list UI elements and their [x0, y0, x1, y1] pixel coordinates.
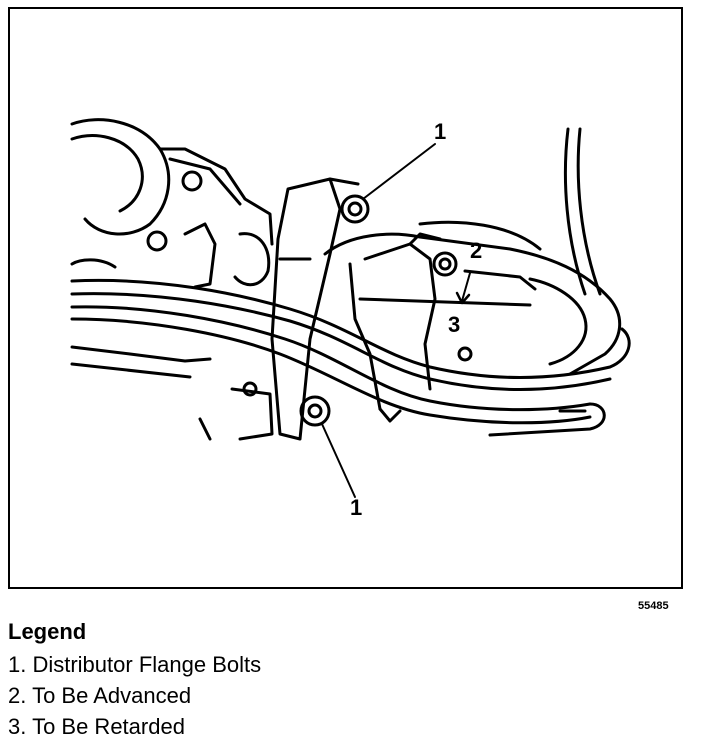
leader-lines — [321, 143, 471, 498]
callout-bolt-top: 1 — [434, 119, 447, 144]
legend-item: 2. To Be Advanced — [8, 683, 192, 708]
flange-bolt-top — [340, 194, 370, 224]
distributor-flange — [230, 177, 370, 441]
figure-id: 55485 — [638, 600, 669, 612]
engine-block — [70, 118, 274, 441]
callout-advance: 2 — [470, 238, 483, 263]
callout-bolt-bottom: 1 — [350, 495, 363, 520]
flange-bolt-bottom — [299, 395, 331, 427]
fuel-lines — [70, 127, 631, 437]
legend-title: Legend — [8, 619, 87, 644]
distributor-illustration — [70, 118, 631, 498]
distributor-body — [323, 220, 622, 423]
distributor-diagram: 1 1 2 3 — [8, 7, 683, 589]
callout-retard: 3 — [448, 312, 461, 337]
legend-item: 3. To Be Retarded — [8, 714, 185, 739]
legend: Legend 1. Distributor Flange Bolts 2. To… — [8, 619, 261, 742]
legend-item: 1. Distributor Flange Bolts — [8, 652, 262, 677]
